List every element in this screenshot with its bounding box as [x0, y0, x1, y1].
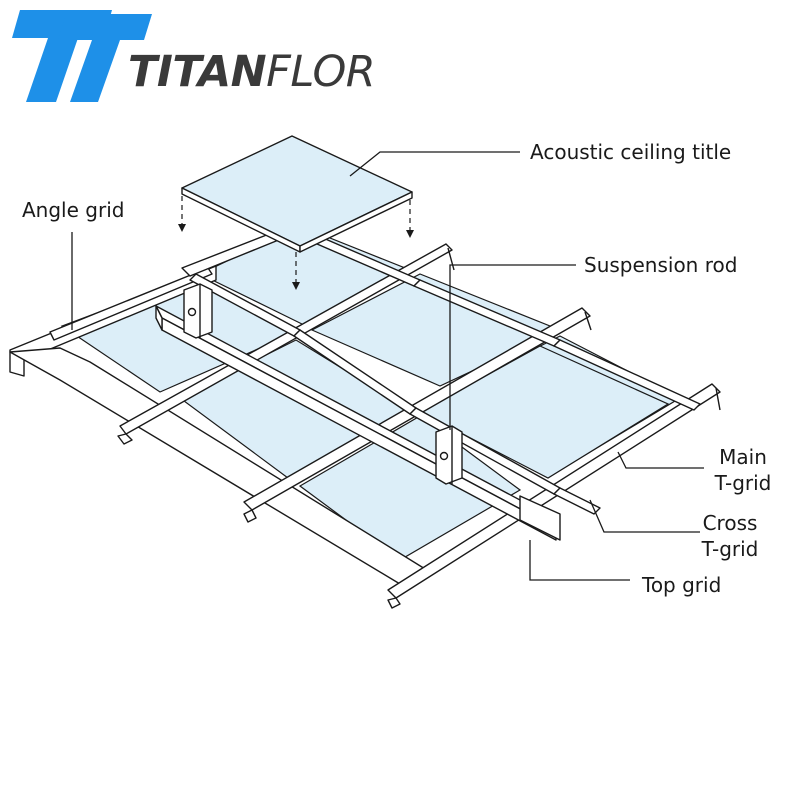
main-t-grid — [387, 597, 401, 609]
leader-top-grid — [529, 540, 630, 581]
label-cross-t-grid-line1: Cross — [702, 511, 758, 535]
leader-acoustic-tile — [349, 151, 520, 177]
acoustic-tile-floating — [181, 135, 413, 253]
drop-arrow-heads — [178, 224, 414, 290]
label-cross-t-grid-line2: T-grid — [701, 537, 759, 561]
main-t-grid — [243, 509, 257, 523]
suspension-clip — [183, 283, 213, 339]
label-cross-t-grid: Cross T-grid — [692, 510, 768, 562]
drop-arrows — [181, 196, 411, 284]
tt-monogram-logo — [12, 10, 152, 102]
main-t-grid — [119, 243, 453, 435]
label-main-t-grid: Main T-grid — [708, 444, 778, 496]
leader-cross-t-grid — [589, 499, 700, 533]
label-suspension-rod: Suspension rod — [584, 253, 738, 277]
suspension-clips — [183, 283, 463, 485]
label-angle-grid: Angle grid — [22, 198, 125, 222]
leader-lines — [71, 151, 704, 581]
brand-name-strong: TITAN — [128, 47, 267, 97]
brand-wordmark: TITANFLOR — [128, 47, 376, 97]
label-main-t-grid-line1: Main — [719, 445, 767, 469]
label-acoustic-tile: Acoustic ceiling title — [530, 140, 732, 164]
cross-t-grid — [553, 487, 601, 515]
leader-main-t-grid — [617, 451, 704, 469]
main-t-grid — [117, 433, 133, 445]
leader-suspension-rod — [449, 264, 576, 430]
suspension-clip — [435, 425, 463, 485]
cross-t-grid — [553, 339, 701, 411]
brand-name-light: FLOR — [266, 47, 376, 97]
label-top-grid: Top grid — [642, 573, 722, 597]
label-main-t-grid-line2: T-grid — [714, 471, 772, 495]
